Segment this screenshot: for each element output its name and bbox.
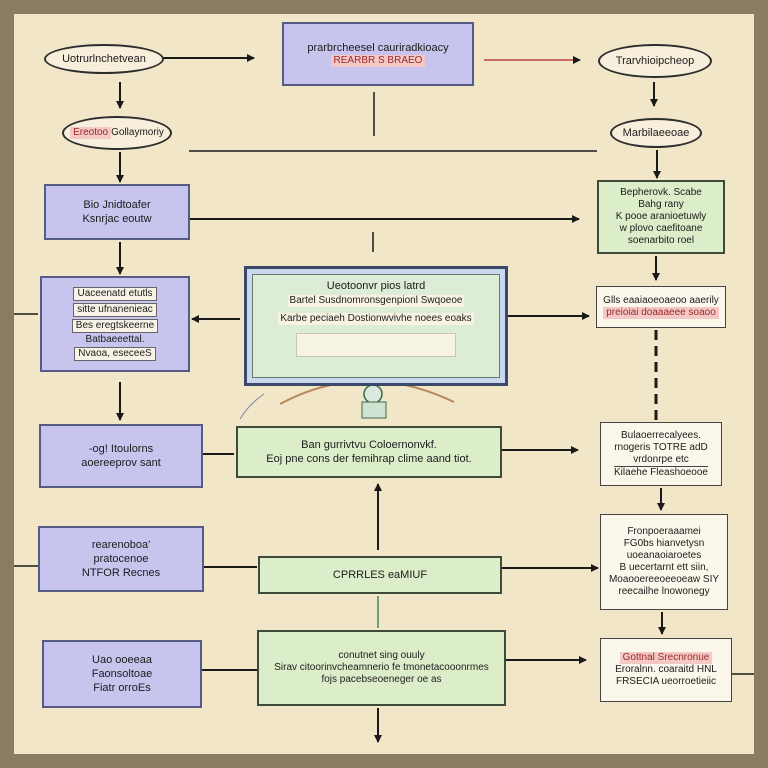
- right-box-4-line3: uoeanaoiaroetes: [626, 550, 702, 561]
- right-box-1-line4: w plovo caefitoane: [619, 223, 703, 234]
- center-box-4[interactable]: CPRRLES eaMIUF: [258, 556, 502, 594]
- right-box-5[interactable]: Gottnal Srecnronue Eroralnn. coaraitd HN…: [600, 638, 732, 702]
- stand-base: [361, 401, 387, 419]
- right-box-5-line3: FRSECIA ueorroetieiic: [615, 676, 717, 687]
- stand-knob: [363, 384, 383, 404]
- top-left-oval[interactable]: Uotrurlnchetvean: [44, 44, 164, 74]
- monitor-screen[interactable]: Ueotoonvr pios latrd Bartel Susdnomronsg…: [252, 274, 500, 378]
- left-box-5-line1: Uao ooeeaa: [92, 654, 152, 666]
- top-center-line1: prarbrcheesel cauriradkioacy: [307, 42, 449, 54]
- top-left-oval-label: Uotrurlnchetvean: [62, 53, 146, 65]
- monitor-input-bar[interactable]: [296, 333, 456, 357]
- right-box-4-line5: Moaooereeoeeoeaw SIY: [608, 574, 720, 585]
- center-box-4-label: CPRRLES eaMIUF: [332, 569, 428, 581]
- top-center-box[interactable]: prarbrcheesel cauriradkioacy REARBR S BR…: [282, 22, 474, 86]
- center-box-3-line2: Eoj pne cons der femihrap clime aand tio…: [266, 453, 472, 465]
- right-box-4-line6: reecailhe lnowonegy: [618, 586, 710, 597]
- left-box-3[interactable]: -og! Itoulorns aoereeprov sant: [39, 424, 203, 488]
- right-oval-2-label: Marbilaeeoae: [622, 127, 690, 139]
- left-box-3-line1: -og! Itoulorns: [88, 443, 154, 455]
- right-box-2[interactable]: Glls eaaiaoeoaeoo aaerily preioiai doaaa…: [596, 286, 726, 328]
- right-box-1-line1: Bepherovk. Scabe: [620, 187, 702, 198]
- right-box-5-highlight: Gottnal Srecnronue: [619, 652, 713, 664]
- left-box-2-line2: sitte ufnanenieac: [73, 303, 157, 317]
- left-box-3-line2: aoereeprov sant: [81, 457, 161, 469]
- right-box-4-line2: FG0bs hianvetysn: [623, 538, 705, 549]
- top-right-oval-label: Trarvhioipcheop: [615, 55, 695, 67]
- center-box-5-line3: fojs pacebseoeneger oe as: [321, 674, 442, 685]
- monitor-line1: Bartel Susdnomronsgenpionl Swqoeoe: [287, 295, 465, 307]
- right-oval-2[interactable]: Marbilaeeoae: [610, 118, 702, 148]
- right-box-5-line2: Eroralnn. coaraitd HNL: [615, 664, 717, 675]
- connector-layer: [14, 54, 754, 743]
- top-right-oval[interactable]: Trarvhioipcheop: [598, 44, 712, 78]
- center-box-5-line1: conutnet sing ouuly: [338, 650, 425, 661]
- right-box-3[interactable]: Bulaoerrecalyees. rnogeris TOTRE adD vrd…: [600, 422, 722, 486]
- right-box-2-line2: preioiai doaaaeee soaoo: [603, 307, 719, 319]
- left-box-2-line4: Batbaeeettal.: [85, 334, 145, 345]
- left-box-5-line2: Faonsoltoae: [91, 668, 153, 680]
- left-box-2-line1: Uaceenatd etutls: [73, 287, 157, 301]
- center-box-5-line2: Sirav citoorinvcheamnerio fe tmonetacooo…: [274, 662, 489, 673]
- stand-scribble: [239, 393, 265, 420]
- top-center-line2: REARBR S BRAEO: [330, 55, 426, 67]
- left-oval-2-label: Gollaymoriy: [111, 127, 164, 138]
- flowchart-canvas: prarbrcheesel cauriradkioacy REARBR S BR…: [14, 14, 754, 754]
- left-box-5[interactable]: Uao ooeeaa Faonsoltoae Fiatr orroEs: [42, 640, 202, 708]
- left-box-4-line2: pratocenoe: [93, 553, 149, 565]
- center-box-5[interactable]: conutnet sing ouuly Sirav citoorinvcheam…: [257, 630, 506, 706]
- monitor-title: Ueotoonvr pios latrd: [326, 280, 426, 292]
- right-box-3-line1: Bulaoerrecalyees.: [620, 429, 702, 441]
- left-box-1[interactable]: Bio Jnidtoafer Ksnrjac eoutw: [44, 184, 190, 240]
- monitor-frame: Ueotoonvr pios latrd Bartel Susdnomronsg…: [244, 266, 508, 386]
- left-box-4-line1: rearenoboa': [91, 539, 151, 551]
- right-box-2-line1: Glls eaaiaoeoaeoo aaerily: [603, 295, 719, 306]
- left-oval-2-highlight: Ereotoo: [70, 127, 112, 139]
- left-box-2-line5: Nvaoa, eseceeS: [74, 347, 156, 361]
- right-box-3-line4: Kilaehe Fleashoeooe: [614, 465, 708, 478]
- right-box-4[interactable]: Fronpoeraaamei FG0bs hianvetysn uoeanaoi…: [600, 514, 728, 610]
- center-box-3[interactable]: Ban gurrivtvu Coloernonvkf. Eoj pne cons…: [236, 426, 502, 478]
- right-box-4-line4: B uecertarnt ett siin,: [619, 562, 709, 573]
- left-box-4[interactable]: rearenoboa' pratocenoe NTFOR Recnes: [38, 526, 204, 592]
- right-box-1-line3: K pooe aranioetuwly: [615, 211, 707, 222]
- monitor-line2: Karbe peciaeh Dostionwvivhe noees eoaks: [278, 313, 474, 325]
- left-box-2-line3: Bes eregtskeerne: [71, 319, 159, 333]
- left-box-2[interactable]: Uaceenatd etutls sitte ufnanenieac Bes e…: [40, 276, 190, 372]
- right-box-1-line5: soenarbito roel: [627, 235, 695, 246]
- right-box-3-line2: rnogeris TOTRE adD: [614, 441, 708, 453]
- right-box-4-line1: Fronpoeraaamei: [627, 526, 701, 537]
- left-oval-2[interactable]: Ereotoo Gollaymoriy: [62, 116, 172, 150]
- right-box-3-line3: vrdonrpe etc: [633, 453, 689, 465]
- center-box-3-line1: Ban gurrivtvu Coloernonvkf.: [301, 439, 437, 451]
- left-box-1-line2: Ksnrjac eoutw: [82, 213, 152, 225]
- left-box-1-line1: Bio Jnidtoafer: [83, 199, 151, 211]
- right-box-1[interactable]: Bepherovk. Scabe Bahg rany K pooe aranio…: [597, 180, 725, 254]
- left-box-5-line3: Fiatr orroEs: [93, 682, 151, 694]
- left-box-4-line3: NTFOR Recnes: [81, 567, 161, 579]
- right-box-1-line2: Bahg rany: [638, 199, 684, 210]
